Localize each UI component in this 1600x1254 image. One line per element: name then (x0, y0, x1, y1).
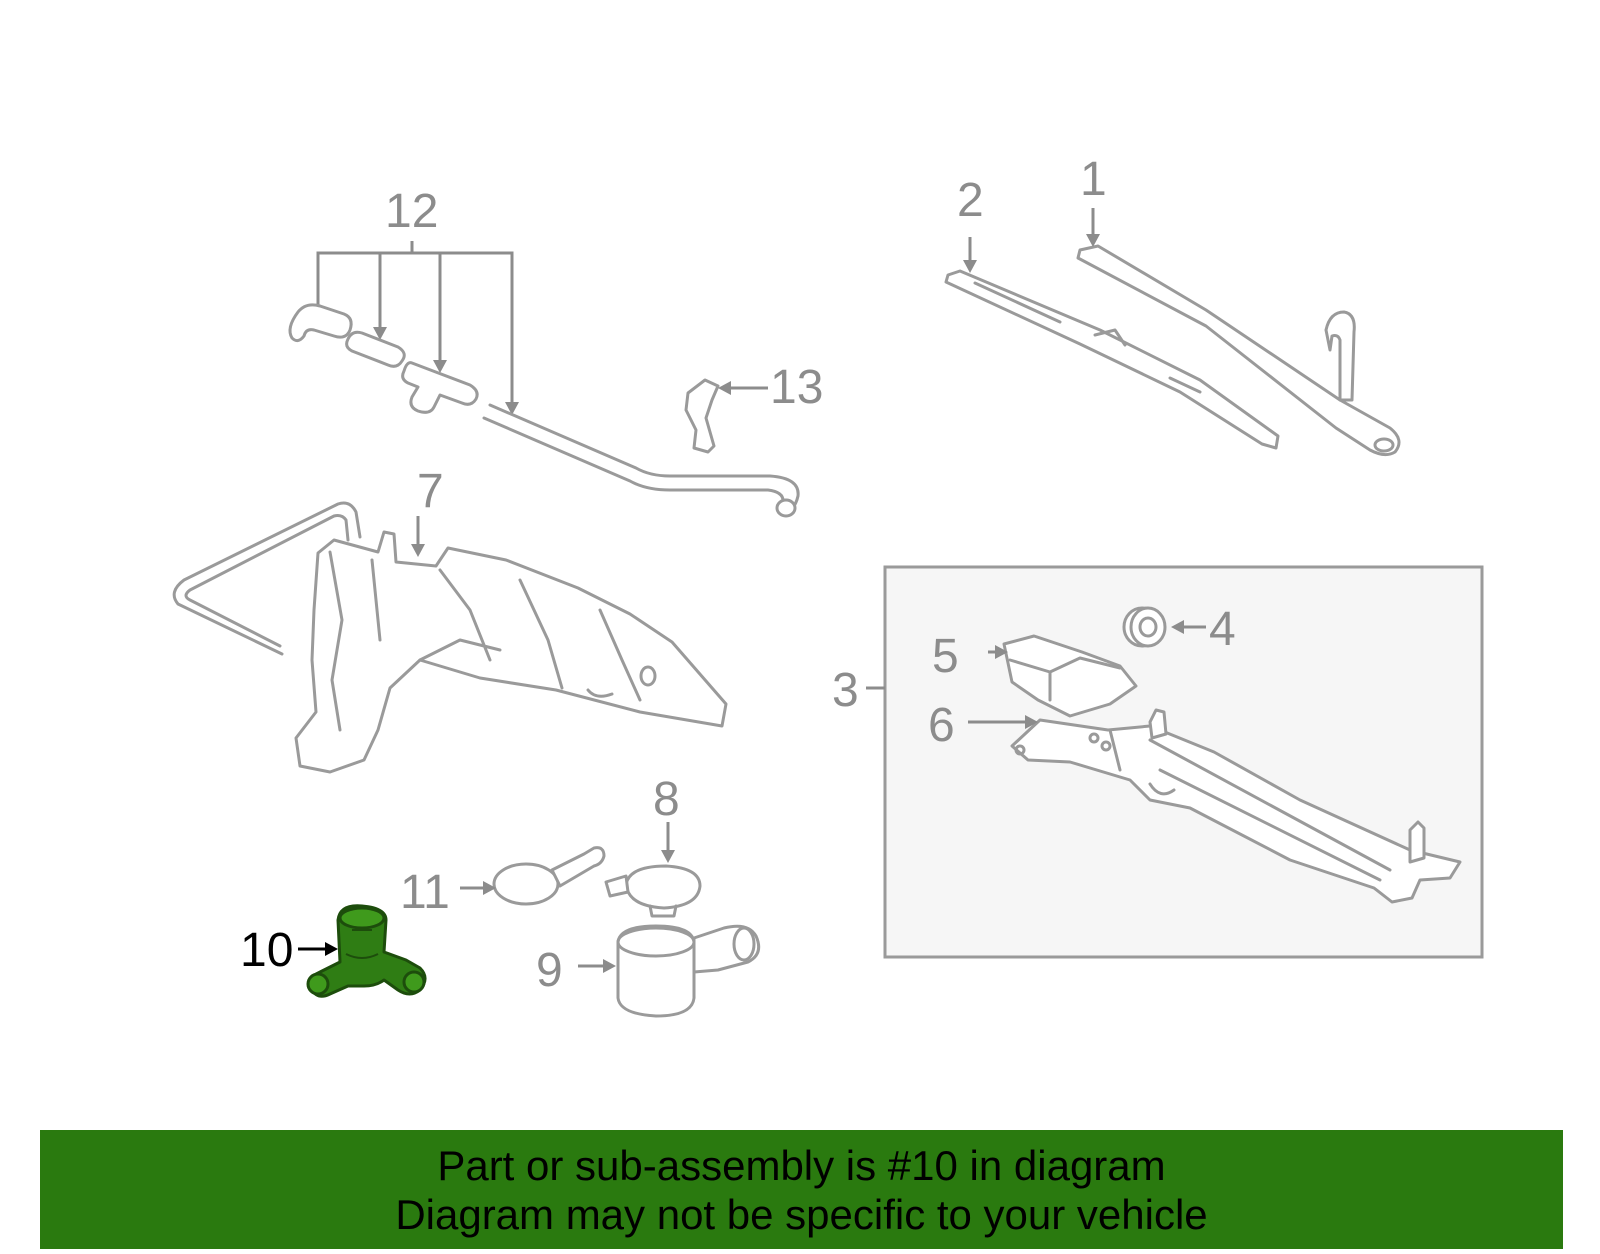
part-1-2-wiper-arm-blade: 1 2 (944, 153, 1401, 457)
callout-12: 12 (385, 185, 438, 238)
part-9-filler-neck: 9 (536, 924, 761, 1018)
callout-7: 7 (417, 465, 444, 518)
callout-13: 13 (770, 361, 823, 414)
part-11-strainer: 11 (400, 846, 606, 919)
callout-9: 9 (536, 944, 563, 997)
part-7-washer-reservoir: 7 (172, 465, 728, 774)
part-10-highlighted-connector: 10 (240, 904, 427, 998)
callout-1: 1 (1080, 153, 1107, 206)
callout-4: 4 (1209, 603, 1236, 656)
callout-6: 6 (928, 699, 955, 752)
callout-11: 11 (400, 866, 450, 919)
part-4-grommet: 4 (1122, 603, 1236, 656)
banner-line-2: Diagram may not be specific to your vehi… (395, 1190, 1208, 1238)
callout-10: 10 (240, 924, 293, 977)
part-13-bracket: 13 (684, 361, 823, 454)
part-6-linkage: 6 (928, 699, 1462, 904)
part-8-cap: 8 (604, 773, 702, 918)
banner-line-1: Part or sub-assembly is #10 in diagram (437, 1141, 1166, 1189)
callout-5: 5 (932, 630, 959, 683)
callout-8: 8 (653, 773, 680, 826)
assembly-box-3: 3 4 5 (832, 565, 1484, 959)
part-5-motor-cover: 5 (932, 630, 1138, 718)
callout-3: 3 (832, 664, 859, 717)
callout-2: 2 (957, 174, 984, 227)
info-banner: Part or sub-assembly is #10 in diagram D… (40, 1130, 1563, 1249)
part-12-hose-fittings: 12 (288, 185, 800, 518)
